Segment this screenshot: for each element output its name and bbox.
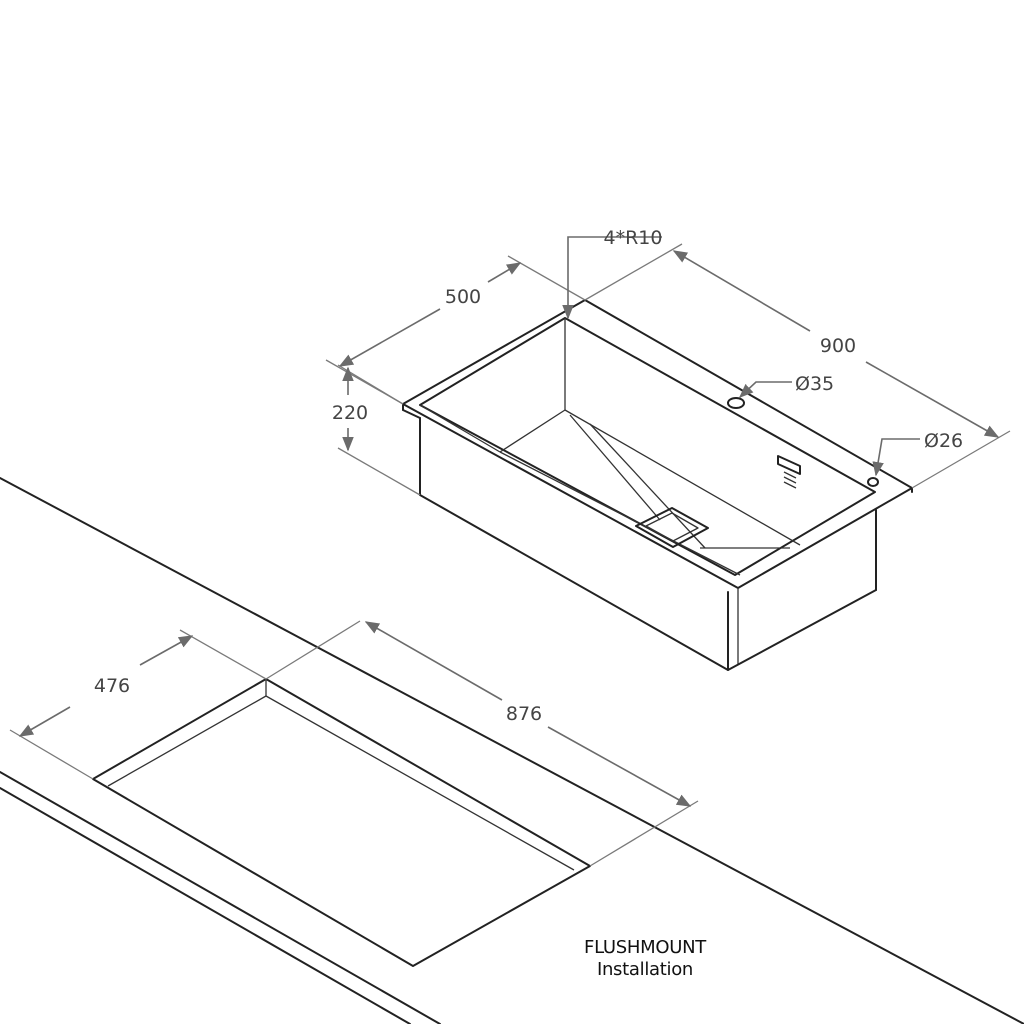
dim-sink-depth: 220: [332, 364, 421, 496]
cutout-outer-rim: [92, 678, 591, 967]
cutout-length-label: 876: [506, 703, 542, 725]
countertop: [0, 477, 1024, 1024]
dim-sink-length: 900: [584, 243, 1011, 489]
dim-overflow-hole: Ø26: [872, 430, 963, 477]
tap-hole-label: Ø35: [795, 373, 834, 395]
sink-length-label: 900: [820, 335, 856, 357]
countertop-front-edge-bottom: [0, 787, 411, 1024]
tap-hole-icon: [727, 397, 745, 409]
body-bottom-edges: [419, 494, 877, 671]
caption-title: FLUSHMOUNT: [584, 937, 707, 958]
sink: [402, 299, 913, 671]
dim-cutout-width: 476: [9, 629, 267, 780]
corner-radius-label: 4*R10: [604, 227, 663, 249]
overflow-hole-icon: [867, 477, 879, 487]
bowl-opening: [419, 317, 876, 576]
countertop-front-edge-top: [0, 771, 441, 1024]
dim-corner-radius: 4*R10: [562, 227, 663, 320]
sink-width-label: 500: [445, 286, 481, 308]
drain-icon: [635, 507, 709, 548]
sink-depth-label: 220: [332, 402, 368, 424]
cutout-width-label: 476: [94, 675, 130, 697]
caption: FLUSHMOUNT Installation: [584, 937, 708, 980]
caption-subtitle: Installation: [597, 959, 693, 980]
overflow-slot-icon: [777, 455, 801, 489]
dim-cutout-length: 876: [265, 620, 699, 867]
countertop-back-edge: [0, 477, 1024, 1024]
overflow-hole-label: Ø26: [924, 430, 963, 452]
dim-tap-hole: Ø35: [738, 373, 834, 398]
countertop-cutout: [92, 678, 591, 967]
bowl-floor: [499, 409, 801, 546]
